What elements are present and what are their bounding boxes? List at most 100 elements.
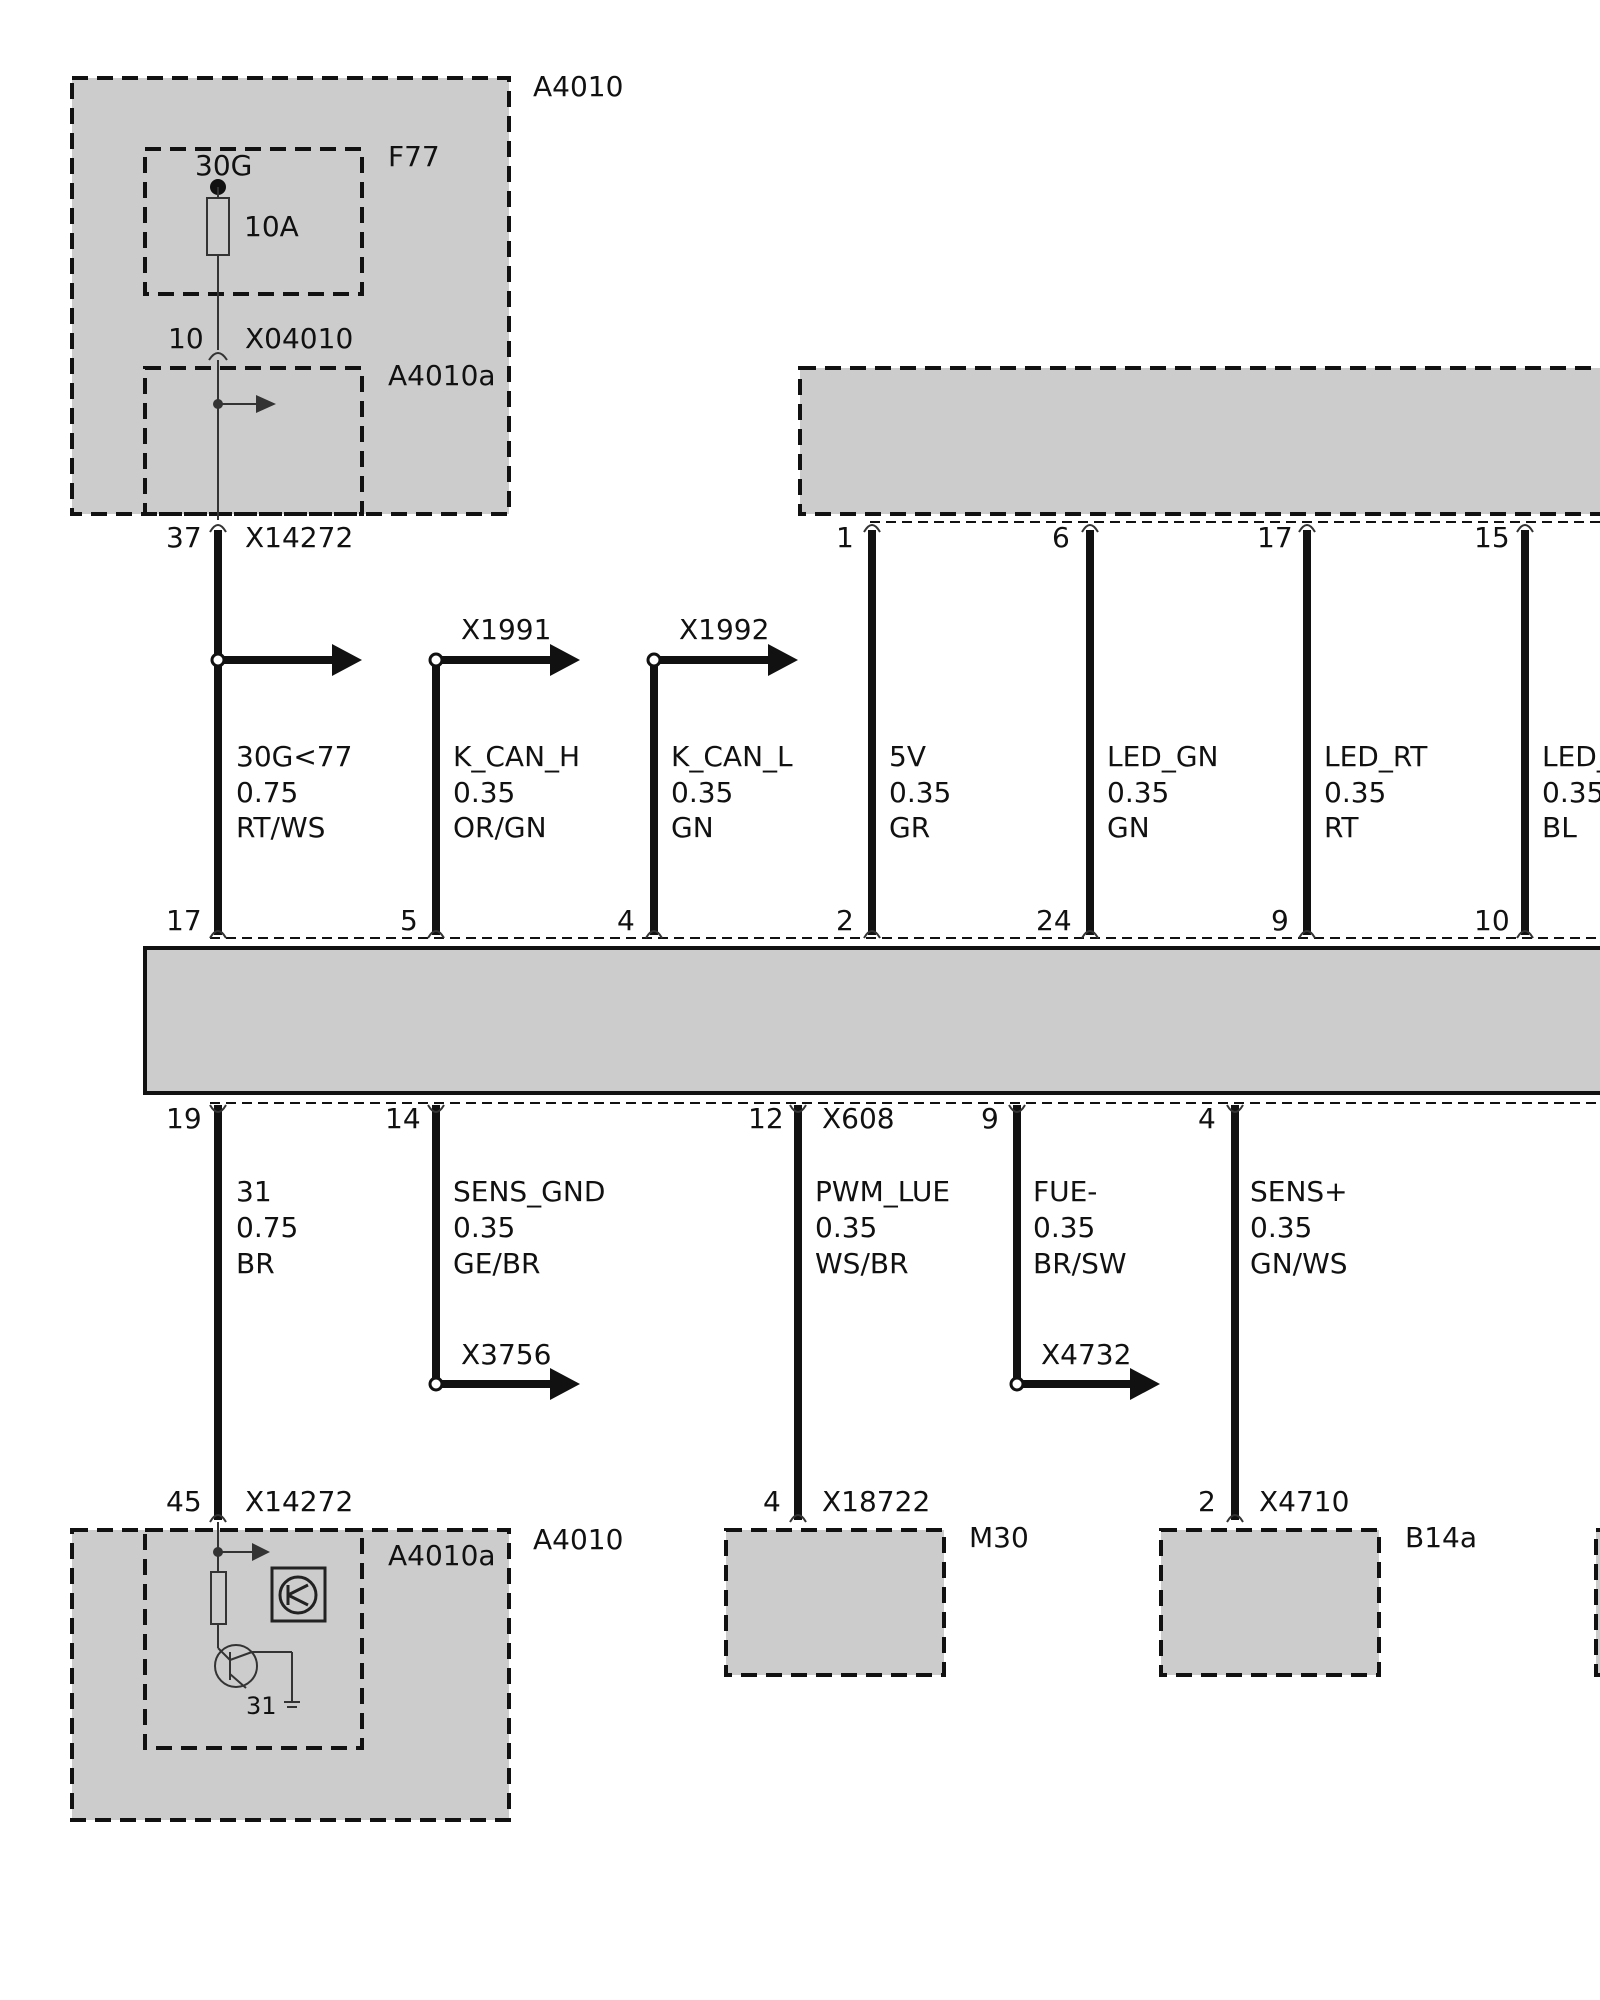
controller-bar [143, 946, 1600, 1095]
label-ground-31: 31 [246, 1692, 277, 1720]
svg-text:BL: BL [1542, 811, 1577, 844]
transistor-icon [270, 1566, 327, 1623]
svg-text:31: 31 [236, 1175, 272, 1208]
branch-arrow-x1991 [428, 644, 580, 676]
transistor-circuit: 31 [210, 1522, 300, 1720]
svg-text:0.35: 0.35 [1324, 776, 1386, 809]
label-branch-x1991: X1991 [461, 613, 551, 646]
svg-text:RT/WS: RT/WS [236, 811, 325, 844]
arrow-icon-a4010a-bottom [252, 1543, 270, 1561]
svg-text:SENS+: SENS+ [1250, 1175, 1348, 1208]
svg-text:24: 24 [1036, 904, 1072, 937]
svg-text:17: 17 [166, 904, 202, 937]
label-fuse-pin: 10 [168, 322, 204, 355]
label-top-pin-17: 17 [1257, 521, 1293, 554]
label-connector-x04010: X04010 [245, 322, 353, 355]
svg-text:0.35: 0.35 [1542, 776, 1600, 809]
svg-text:K_CAN_L: K_CAN_L [671, 740, 793, 773]
upper-bar-pin-numbers: 17 5 4 2 24 9 10 [166, 904, 1510, 937]
module-f77 [143, 147, 364, 296]
svg-text:GN: GN [1107, 811, 1150, 844]
branch-arrow-x1992 [646, 644, 798, 676]
module-m30 [724, 1528, 946, 1677]
label-branch-x3756: X3756 [461, 1338, 551, 1371]
svg-text:2: 2 [1198, 1485, 1216, 1518]
label-a4010-bottom: A4010 [533, 1523, 623, 1556]
label-branch-x1992: X1992 [679, 613, 769, 646]
svg-text:X4710: X4710 [1259, 1485, 1349, 1518]
module-a4010a-bottom [143, 1528, 364, 1750]
svg-text:BR: BR [236, 1247, 275, 1280]
label-branch-x4732: X4732 [1041, 1338, 1131, 1371]
svg-text:5: 5 [400, 904, 418, 937]
svg-text:BR/SW: BR/SW [1033, 1247, 1127, 1280]
label-m30: M30 [969, 1521, 1029, 1554]
svg-text:0.35: 0.35 [453, 1211, 515, 1244]
label-a4010-top: A4010 [533, 70, 623, 103]
label-pin-37: 37 [166, 521, 202, 554]
svg-text:FUE-: FUE- [1033, 1175, 1097, 1208]
svg-text:X18722: X18722 [822, 1485, 930, 1518]
svg-text:30G<77: 30G<77 [236, 740, 352, 773]
svg-text:4: 4 [1198, 1102, 1216, 1135]
svg-text:OR/GN: OR/GN [453, 811, 547, 844]
svg-text:0.35: 0.35 [889, 776, 951, 809]
arrow-icon-a4010a-top [256, 395, 276, 413]
svg-text:K_CAN_H: K_CAN_H [453, 740, 580, 773]
upper-wire-labels: 30G<77 0.75 RT/WS K_CAN_H 0.35 OR/GN K_C… [236, 740, 1600, 844]
label-f77: F77 [388, 140, 440, 173]
module-b14a [1159, 1528, 1381, 1677]
label-top-pin-6: 6 [1052, 521, 1070, 554]
svg-text:0.75: 0.75 [236, 1211, 298, 1244]
lower-bar-pin-numbers: 19 14 12 X608 9 4 [166, 1102, 1216, 1135]
svg-text:12: 12 [748, 1102, 784, 1135]
svg-text:0.75: 0.75 [236, 776, 298, 809]
svg-text:SENS_GND: SENS_GND [453, 1175, 605, 1208]
svg-text:PWM_LUE: PWM_LUE [815, 1175, 950, 1208]
module-a4010a-top [143, 366, 364, 516]
lower-wires [209, 1104, 1244, 1523]
svg-text:WS/BR: WS/BR [815, 1247, 909, 1280]
label-b14a: B14a [1405, 1521, 1477, 1554]
label-terminal-30g: 30G [195, 149, 252, 182]
svg-text:LED_RT: LED_RT [1324, 740, 1428, 773]
branch-arrow-x4732 [1009, 1368, 1160, 1400]
svg-text:2: 2 [836, 904, 854, 937]
svg-text:LED_: LED_ [1542, 740, 1600, 773]
label-top-pin-1: 1 [836, 521, 854, 554]
svg-text:LED_GN: LED_GN [1107, 740, 1219, 773]
svg-text:GN: GN [671, 811, 714, 844]
svg-text:4: 4 [617, 904, 635, 937]
svg-text:GE/BR: GE/BR [453, 1247, 541, 1280]
module-top-right [798, 366, 1600, 516]
svg-text:0.35: 0.35 [1033, 1211, 1095, 1244]
connector-x04010-symbol [208, 352, 228, 361]
svg-text:0.35: 0.35 [671, 776, 733, 809]
label-top-pin-15: 15 [1474, 521, 1510, 554]
label-a4010a-bottom: A4010a [388, 1539, 496, 1572]
svg-text:0.35: 0.35 [1107, 776, 1169, 809]
label-fuse-rating: 10A [244, 210, 299, 243]
svg-text:0.35: 0.35 [1250, 1211, 1312, 1244]
module-partial-right [1594, 1528, 1600, 1677]
svg-text:14: 14 [385, 1102, 421, 1135]
module-a4010-bottom [70, 1528, 511, 1822]
svg-text:GN/WS: GN/WS [1250, 1247, 1348, 1280]
svg-text:45: 45 [166, 1485, 202, 1518]
svg-text:4: 4 [763, 1485, 781, 1518]
svg-text:0.35: 0.35 [815, 1211, 877, 1244]
svg-text:9: 9 [981, 1102, 999, 1135]
upper-wires [209, 524, 1534, 939]
branch-arrow-x3756 [428, 1368, 580, 1400]
lower-connector-labels: 45 X14272 4 X18722 2 X4710 [166, 1485, 1349, 1518]
svg-text:10: 10 [1474, 904, 1510, 937]
svg-text:5V: 5V [889, 740, 926, 773]
lower-wire-labels: 31 0.75 BR SENS_GND 0.35 GE/BR PWM_LUE 0… [236, 1175, 1348, 1280]
svg-text:9: 9 [1271, 904, 1289, 937]
label-a4010a-top: A4010a [388, 359, 496, 392]
svg-text:RT: RT [1324, 811, 1359, 844]
branch-arrow-1 [210, 644, 362, 676]
svg-text:X14272: X14272 [245, 1485, 353, 1518]
label-connector-x14272-top: X14272 [245, 521, 353, 554]
